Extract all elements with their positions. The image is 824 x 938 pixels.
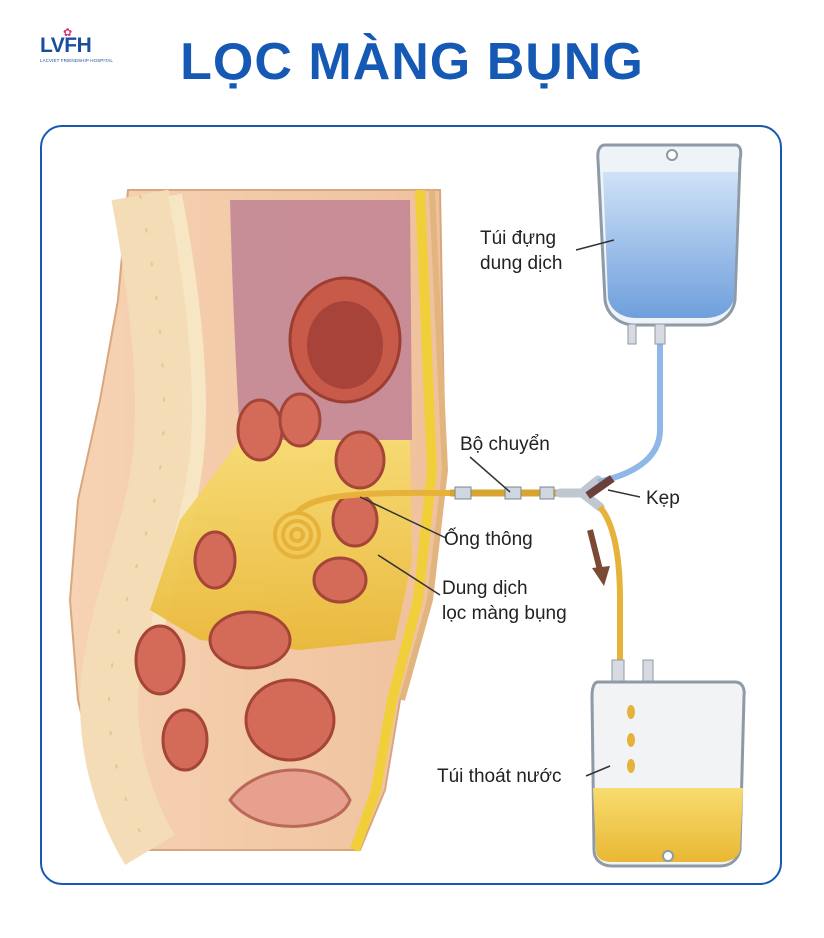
flow-arrow-icon — [587, 529, 610, 586]
clamp — [585, 475, 615, 499]
leader-lines — [359, 239, 641, 777]
supply-bag — [596, 143, 743, 345]
drain-tube — [597, 505, 623, 670]
logo-subtitle: LACVIET FRIENDSHIP HOSPITAL — [40, 58, 113, 63]
drain-bag — [590, 659, 746, 868]
transfer-set — [450, 475, 605, 512]
label-supply-bag: Túi đựng dung dịch — [480, 226, 562, 276]
label-transfer-set: Bộ chuyển — [460, 434, 550, 455]
hospital-logo: LVFH ✿ LACVIET FRIENDSHIP HOSPITAL — [40, 27, 120, 68]
supply-tube — [597, 340, 663, 485]
logo-text: LVFH — [40, 34, 92, 57]
label-supply-bag-line2: dung dịch — [480, 253, 563, 274]
logo-star-icon: ✿ — [63, 27, 73, 39]
label-catheter: Ống thông — [444, 529, 533, 550]
pelvic-organs — [228, 768, 352, 828]
label-dialysate-line2: lọc màng bụng — [442, 603, 567, 624]
label-drain-bag: Túi thoát nước — [437, 766, 562, 787]
catheter-tube — [294, 489, 455, 516]
label-dialysate-line1: Dung dịch — [442, 578, 528, 599]
intestines — [134, 392, 386, 772]
diagram-frame — [40, 125, 782, 885]
label-dialysate: Dung dịch lọc màng bụng — [442, 576, 567, 626]
label-clamp: Kẹp — [646, 488, 680, 509]
label-supply-bag-line1: Túi đựng — [480, 228, 557, 249]
page-title: LỌC MÀNG BỤNG — [180, 33, 644, 91]
